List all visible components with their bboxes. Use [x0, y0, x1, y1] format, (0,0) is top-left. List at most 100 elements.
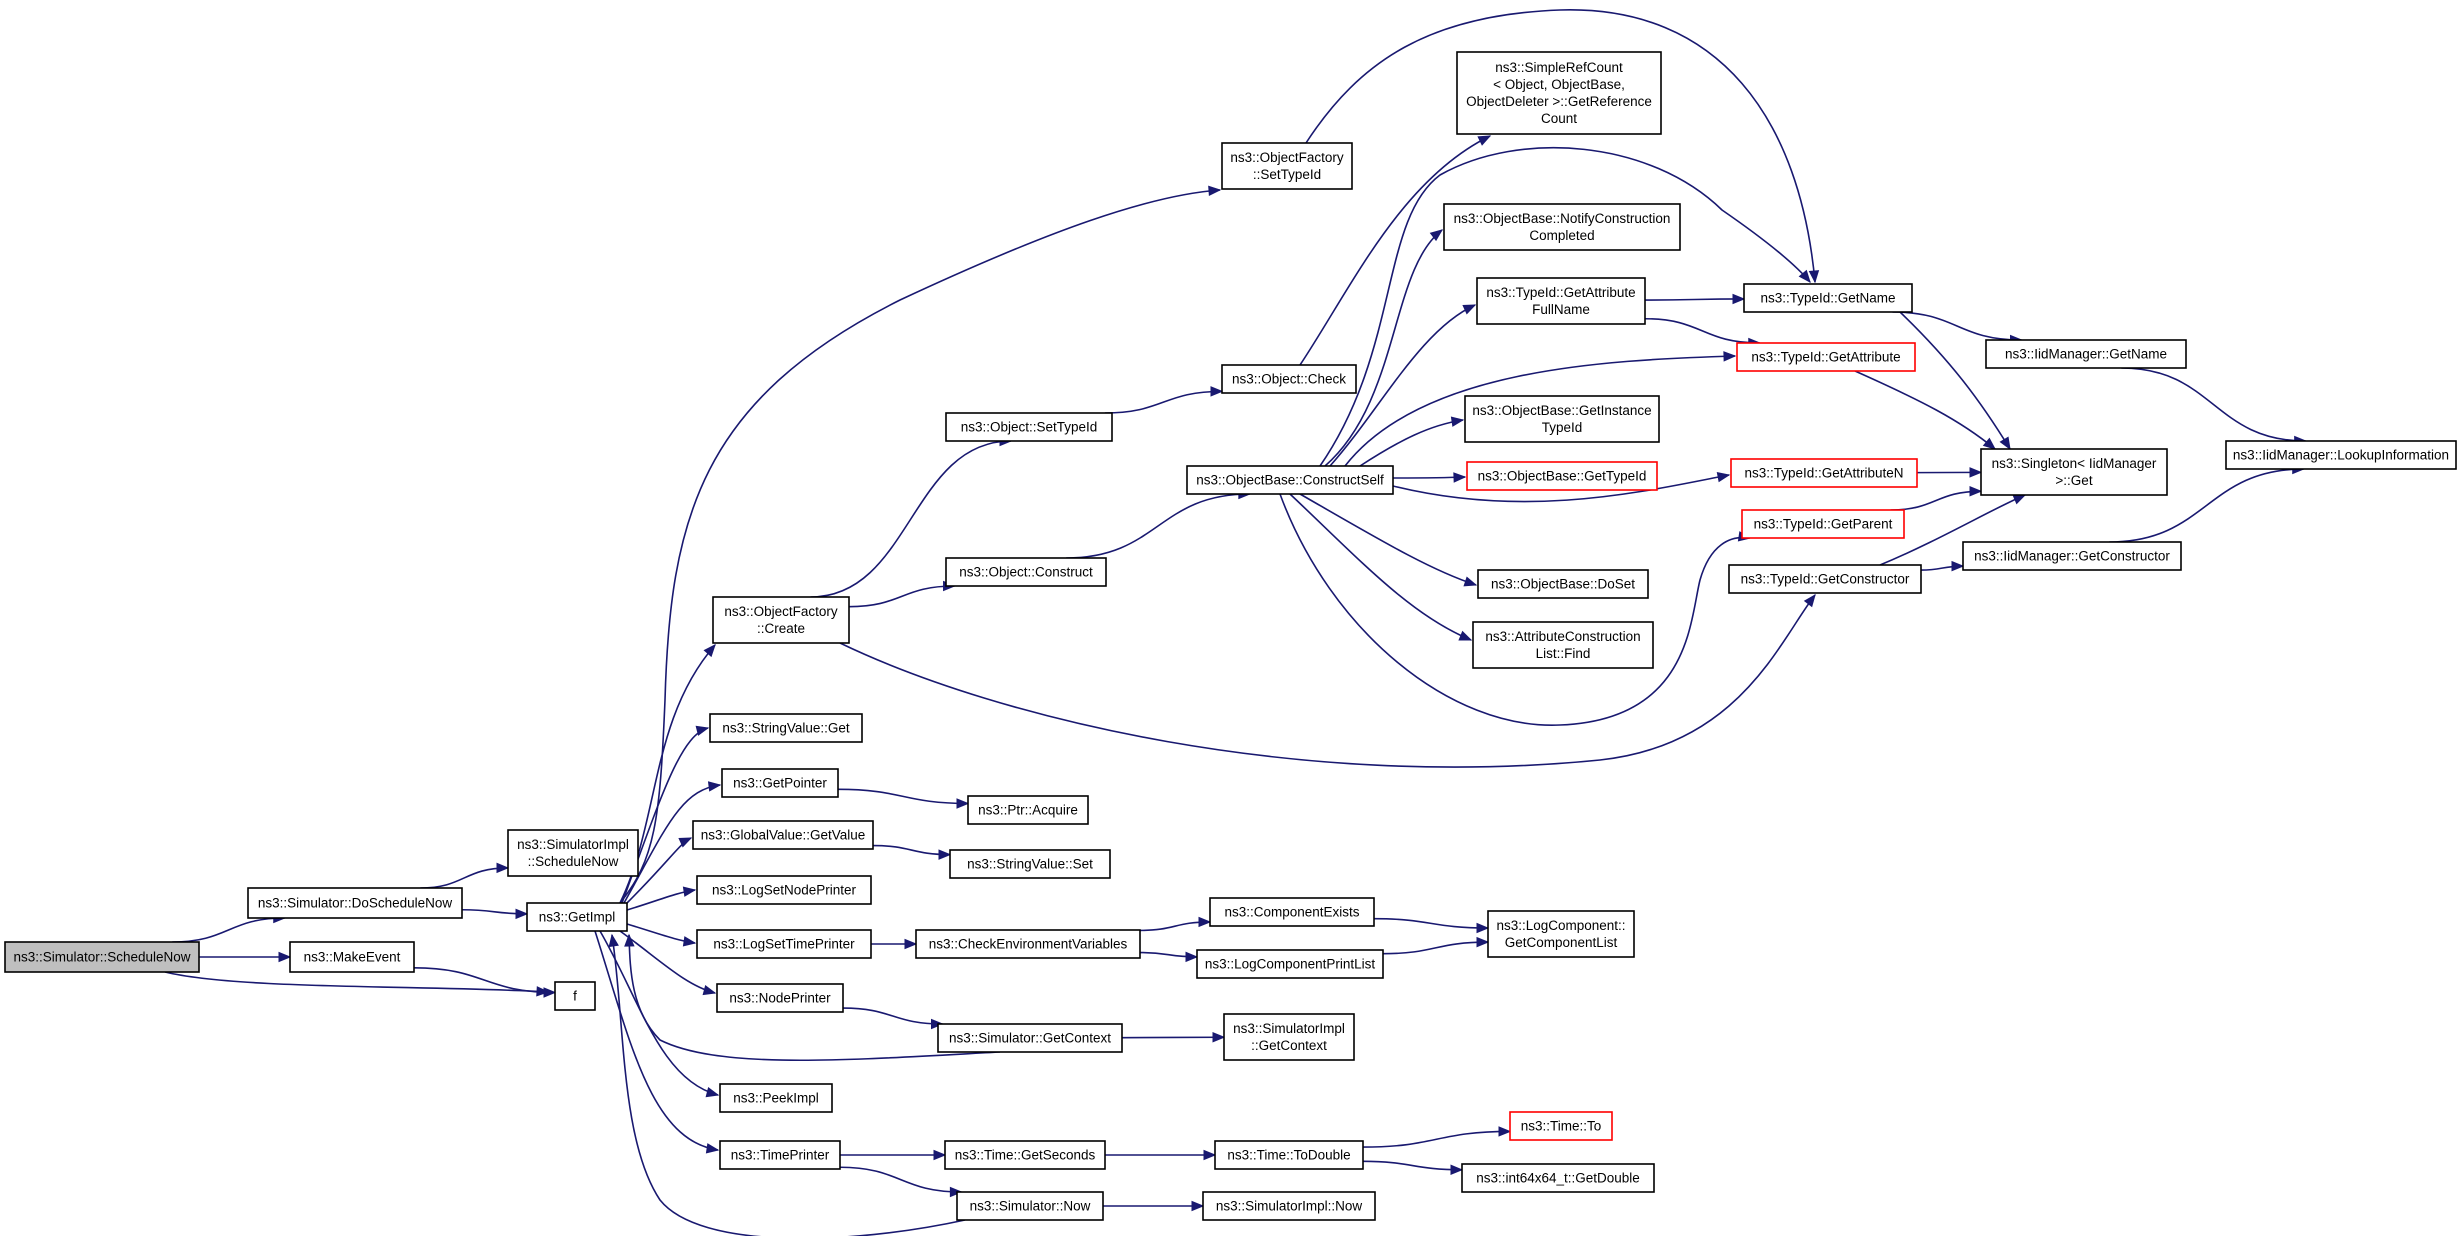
- node-box: [1221, 142, 1353, 190]
- node-label: ns3::Ptr::Acquire: [978, 803, 1078, 818]
- edge-getimpl-to-getpointer: [623, 784, 721, 904]
- node-label: ::SetTypeId: [1253, 167, 1321, 182]
- node-logsetnodeprinter[interactable]: ns3::LogSetNodePrinter: [696, 875, 872, 905]
- node-time-getseconds[interactable]: ns3::Time::GetSeconds: [944, 1140, 1106, 1170]
- node-globalvalue-getvalue[interactable]: ns3::GlobalValue::GetValue: [692, 820, 874, 850]
- node-doschedulenow[interactable]: ns3::Simulator::DoScheduleNow: [247, 887, 463, 919]
- node-getimpl[interactable]: ns3::GetImpl: [526, 902, 628, 932]
- edge-getimpl-to-globalvalue_getvalue-arrowhead: [678, 837, 693, 848]
- edge-objbase_constructself-to-typeid_getparent: [1279, 493, 1751, 726]
- node-box: [247, 887, 463, 919]
- node-simplerefcount[interactable]: ns3::SimpleRefCount< Object, ObjectBase,…: [1456, 51, 1662, 135]
- node-time-todouble[interactable]: ns3::Time::ToDouble: [1214, 1140, 1364, 1170]
- node-label: ns3::GetImpl: [539, 910, 616, 925]
- node-iidmanager-getconstructor[interactable]: ns3::IidManager::GetConstructor: [1962, 541, 2182, 571]
- node-label: ns3::TypeId::GetAttribute: [1486, 285, 1635, 300]
- node-int64x64-getdouble[interactable]: ns3::int64x64_t::GetDouble: [1461, 1163, 1655, 1193]
- node-objbase-doset[interactable]: ns3::ObjectBase::DoSet: [1477, 569, 1649, 599]
- node-box: [1202, 1191, 1376, 1221]
- node-object-settypeid[interactable]: ns3::Object::SetTypeId: [945, 412, 1113, 442]
- node-box: [507, 829, 639, 877]
- node-singleton-get[interactable]: ns3::Singleton< IidManager>::Get: [1980, 448, 2168, 496]
- node-box: [949, 849, 1111, 879]
- node-sim-getcontext[interactable]: ns3::Simulator::GetContext: [937, 1023, 1123, 1053]
- edge-objbase_constructself-to-typeid_getattribute-arrowhead: [1723, 351, 1737, 362]
- node-makeevent[interactable]: ns3::MakeEvent: [289, 941, 415, 973]
- edge-getimpl-to-objectfactory_create-arrowhead: [703, 644, 716, 658]
- node-label: ::ScheduleNow: [528, 854, 619, 869]
- node-simimpl-getcontext[interactable]: ns3::SimulatorImpl::GetContext: [1223, 1013, 1355, 1061]
- node-logcomponent-getcomponentlist[interactable]: ns3::LogComponent::GetComponentList: [1487, 910, 1635, 958]
- node-label: ns3::LogSetNodePrinter: [712, 883, 857, 898]
- node-logcomponentprintlist[interactable]: ns3::LogComponentPrintList: [1196, 949, 1384, 979]
- edge-checkenv-to-logcomponentprintlist-arrowhead: [1185, 951, 1199, 963]
- node-box: [945, 557, 1107, 587]
- node-label: TypeId: [1542, 420, 1583, 435]
- node-simimpl-now[interactable]: ns3::SimulatorImpl::Now: [1202, 1191, 1376, 1221]
- node-stringvalue-set[interactable]: ns3::StringValue::Set: [949, 849, 1111, 879]
- node-f[interactable]: f: [554, 981, 596, 1011]
- node-timeprinter[interactable]: ns3::TimePrinter: [719, 1140, 841, 1170]
- node-iidmanager-lookupinformation[interactable]: ns3::IidManager::LookupInformation: [2225, 440, 2457, 470]
- node-typeid-getattribute[interactable]: ns3::TypeId::GetAttribute: [1736, 342, 1916, 372]
- edge-objbase_constructself-to-typeid_getname-arrowhead: [1798, 269, 1811, 284]
- node-label: ns3::SimulatorImpl::Now: [1216, 1199, 1363, 1214]
- node-typeid-getparent[interactable]: ns3::TypeId::GetParent: [1741, 509, 1905, 539]
- node-getpointer[interactable]: ns3::GetPointer: [721, 768, 839, 798]
- node-label: ns3::LogComponent::: [1496, 918, 1625, 933]
- node-simimpl-schedulenow[interactable]: ns3::SimulatorImpl::ScheduleNow: [507, 829, 639, 877]
- node-ptr-acquire[interactable]: ns3::Ptr::Acquire: [967, 795, 1089, 825]
- node-schedulenow[interactable]: ns3::Simulator::ScheduleNow: [4, 941, 200, 973]
- edge-doschedulenow-to-getimpl-arrowhead: [515, 908, 529, 920]
- node-object-construct[interactable]: ns3::Object::Construct: [945, 557, 1107, 587]
- node-box: [709, 713, 863, 743]
- node-label: ns3::TypeId::GetAttributeN: [1744, 466, 1903, 481]
- node-box: [915, 929, 1141, 959]
- node-typeid-getname[interactable]: ns3::TypeId::GetName: [1743, 283, 1913, 313]
- node-box: [692, 820, 874, 850]
- edge-globalvalue_getvalue-to-stringvalue_set-arrowhead: [938, 849, 952, 860]
- node-label: ns3::CheckEnvironmentVariables: [929, 937, 1128, 952]
- node-componentexists[interactable]: ns3::ComponentExists: [1209, 897, 1375, 927]
- node-box: [956, 1191, 1104, 1221]
- node-box: [1209, 897, 1375, 927]
- node-objectfactory-create[interactable]: ns3::ObjectFactory::Create: [712, 596, 850, 644]
- node-stringvalue-get[interactable]: ns3::StringValue::Get: [709, 713, 863, 743]
- node-label: ns3::Simulator::DoScheduleNow: [258, 896, 453, 911]
- node-typeid-getattributen[interactable]: ns3::TypeId::GetAttributeN: [1730, 458, 1918, 488]
- node-sim-now[interactable]: ns3::Simulator::Now: [956, 1191, 1104, 1221]
- node-label: ns3::TypeId::GetParent: [1754, 517, 1893, 532]
- node-iidmanager-getname[interactable]: ns3::IidManager::GetName: [1985, 339, 2187, 369]
- node-label: ::Create: [757, 621, 805, 636]
- edge-object_check-to-simplerefcount: [1299, 135, 1491, 366]
- edge-typeid_getattribute-to-singleton_get: [1854, 370, 1996, 450]
- node-box: [1728, 564, 1922, 594]
- node-label: ns3::LogSetTimePrinter: [713, 937, 855, 952]
- node-box: [289, 941, 415, 973]
- node-label: ns3::TypeId::GetName: [1760, 291, 1895, 306]
- node-peekimpl[interactable]: ns3::PeekImpl: [719, 1083, 833, 1113]
- node-nodeprinter[interactable]: ns3::NodePrinter: [716, 983, 844, 1013]
- node-object-check[interactable]: ns3::Object::Check: [1221, 364, 1357, 394]
- node-label: Count: [1541, 111, 1577, 126]
- edge-typeid_getconstructor-to-singleton_get: [1879, 494, 2026, 566]
- edge-objbase_constructself-to-typeid_getname: [1319, 146, 1811, 467]
- node-time-to[interactable]: ns3::Time::To: [1509, 1111, 1613, 1141]
- node-box: [1196, 949, 1384, 979]
- node-label: GetComponentList: [1505, 935, 1618, 950]
- node-objbase-gettypeid[interactable]: ns3::ObjectBase::GetTypeId: [1466, 461, 1658, 491]
- node-label: ns3::SimulatorImpl: [517, 837, 629, 852]
- node-objbase-constructself[interactable]: ns3::ObjectBase::ConstructSelf: [1186, 465, 1394, 495]
- node-box: [1741, 509, 1905, 539]
- edge-iidmanager_getconstructor-to-iidmanager_lookupinformation: [2109, 468, 2304, 543]
- node-objectfactory-settypeid[interactable]: ns3::ObjectFactory::SetTypeId: [1221, 142, 1353, 190]
- call-edges: [164, 9, 2307, 1236]
- node-objbase-notify[interactable]: ns3::ObjectBase::NotifyConstructionCompl…: [1443, 203, 1681, 251]
- node-typeid-getconstructor[interactable]: ns3::TypeId::GetConstructor: [1728, 564, 1922, 594]
- edge-iidmanager_getname-to-iidmanager_lookupinformation: [2121, 367, 2306, 442]
- node-logsettimeprinter[interactable]: ns3::LogSetTimePrinter: [696, 929, 872, 959]
- node-checkenv[interactable]: ns3::CheckEnvironmentVariables: [915, 929, 1141, 959]
